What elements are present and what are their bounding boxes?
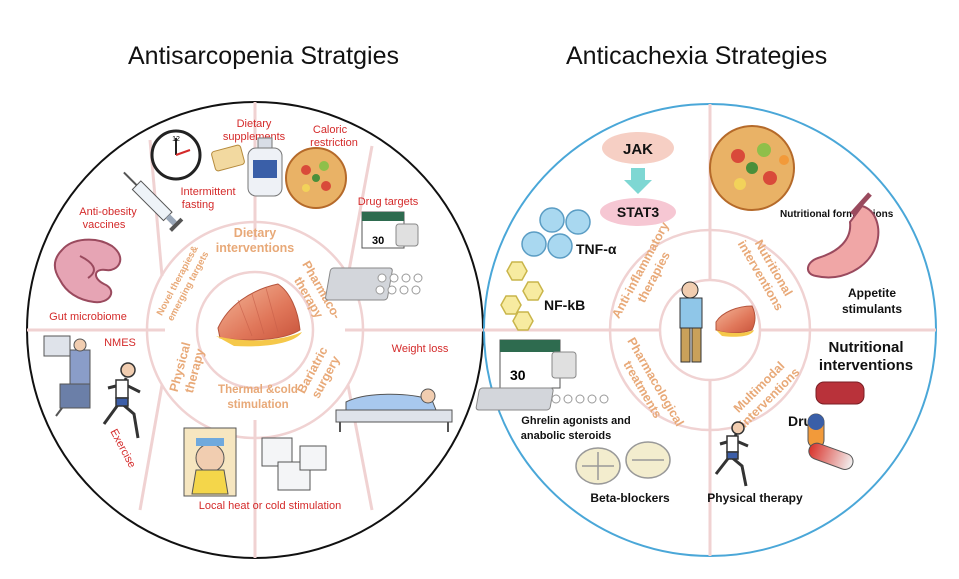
steak-icon [815, 381, 865, 405]
left-mid-ring [145, 220, 365, 440]
nfkb-label: NF-kB [544, 297, 585, 313]
supplement-box-icon [211, 144, 245, 172]
right-mid-ring [608, 228, 812, 432]
beta-blocker-tablets-icon [575, 441, 671, 485]
runner-right-icon [714, 421, 749, 487]
muscle-icon [216, 283, 302, 347]
label-ghrelin-2: anabolic steroids [521, 430, 611, 442]
jak-label: JAK [623, 141, 653, 158]
bed-patient-icon [335, 388, 453, 432]
drug-box-right-number: 30 [510, 367, 526, 383]
drug-box-right-icon: 30 [475, 339, 609, 411]
runner-icon [102, 362, 141, 439]
label-gut-microbiome: Gut microbiome [49, 311, 127, 323]
label-local-heat: Local heat or cold stimulation [199, 500, 341, 512]
head-cold-compress-icon [183, 427, 237, 497]
label-appetite-2: stimulants [842, 302, 902, 316]
ice-cubes-icon [261, 437, 327, 491]
label-appetite-1: Appetite [848, 286, 896, 300]
label-dietary-supplements-1: Dietary [237, 118, 272, 130]
stomach-icon [807, 192, 880, 279]
sector-dietary-line2: interventions [216, 241, 295, 255]
right-title: Anticachexia Strategies [566, 42, 828, 70]
clock-icon: 12 [150, 129, 202, 181]
right-circle-diagram: Anti-inflammatory therapies Nutritional … [475, 103, 937, 557]
elderly-person-icon [679, 281, 703, 363]
stat3-ellipse [600, 198, 676, 226]
sector-dietary-line1: Dietary [234, 226, 276, 240]
label-nutritional-interventions-1: Nutritional [829, 339, 904, 356]
nmes-patient-icon [43, 335, 91, 417]
muscle-small-icon [715, 305, 756, 337]
stat3-label: STAT3 [617, 204, 659, 220]
nfkb-hexagons-icon [500, 261, 544, 331]
label-drug-targets: Drug targets [358, 196, 419, 208]
healthy-dish-icon [285, 147, 347, 209]
tnf-spheres-icon [521, 207, 591, 259]
jak-stat3-pathway: JAK STAT3 [600, 132, 676, 226]
label-dietary-supplements-2: supplements [223, 131, 286, 143]
label-physical-therapy: Physical therapy [707, 491, 803, 505]
label-nutritional-formulations: Nutritional formulations [780, 209, 894, 220]
label-beta-blockers: Beta-blockers [590, 491, 670, 505]
svg-text:12: 12 [172, 136, 180, 143]
intestine-icon [54, 238, 122, 304]
left-title: Antisarcopenia Stratgies [128, 42, 399, 70]
pill-blister-icon [325, 267, 423, 301]
label-caloric-2: restriction [310, 137, 358, 149]
label-anti-obesity-2: vaccines [83, 219, 126, 231]
label-anti-obesity-1: Anti-obesity [79, 206, 137, 218]
label-weight-loss: Weight loss [392, 343, 449, 355]
label-intermittent-1: Intermittent [180, 186, 235, 198]
label-nmes: NMES [104, 337, 136, 349]
syringe-icon [123, 171, 184, 232]
arrow-down-icon [624, 168, 652, 194]
capsule-icon [807, 413, 854, 470]
label-intermittent-2: fasting [182, 199, 214, 211]
jak-ellipse [602, 132, 674, 164]
left-circle-diagram: Dietary interventions Pharmaco- therapy … [26, 101, 484, 559]
supplement-bottle-icon [247, 137, 283, 197]
sector-thermal-line1: Thermal &cold [218, 384, 298, 396]
tnf-label: TNF-α [576, 241, 617, 257]
drug-box-icon: 30 [361, 211, 419, 249]
label-nutritional-interventions-2: interventions [819, 357, 913, 374]
drug-box-number: 30 [372, 235, 384, 247]
nutritional-dish-icon [709, 125, 795, 211]
sector-thermal-line2: stimulation [227, 399, 288, 411]
label-ghrelin-1: Ghrelin agonists and [521, 415, 630, 427]
label-caloric-1: Caloric [313, 124, 348, 136]
